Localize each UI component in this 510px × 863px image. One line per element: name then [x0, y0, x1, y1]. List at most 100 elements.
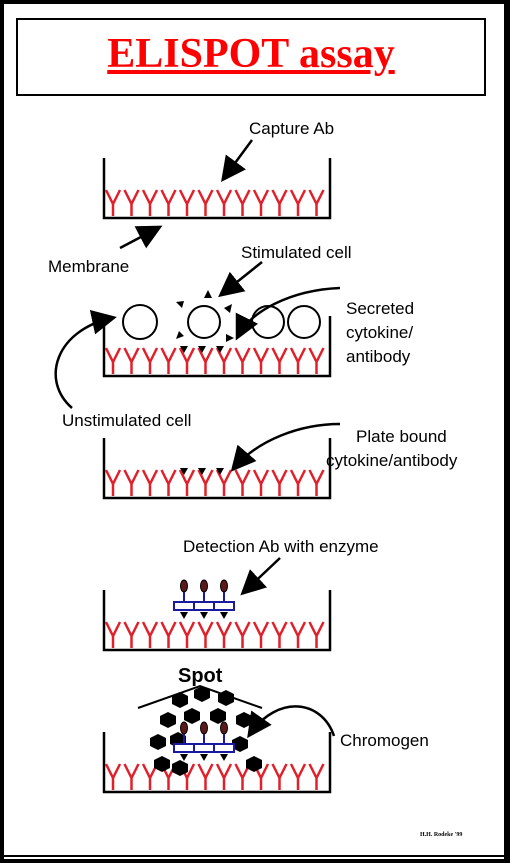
capture-antibody: [197, 763, 214, 790]
unstimulated-cells: [122, 304, 321, 340]
detection-antibody: [193, 743, 215, 753]
capture-antibody: [308, 469, 325, 496]
capture-antibody: [289, 763, 307, 790]
capture-antibody: [197, 469, 214, 496]
enzyme: [200, 579, 208, 593]
well-outline: [102, 158, 332, 220]
capture-antibody: [197, 189, 214, 216]
capture-antibody: [123, 189, 140, 216]
capture-antibody: [141, 621, 159, 648]
capture-antibody: [234, 469, 251, 496]
detection-antibody: [193, 601, 215, 611]
label-plate-bound-2: cytokine/antibody: [326, 451, 458, 470]
capture-antibody: [141, 469, 159, 496]
capture-antibody: [252, 621, 270, 648]
cytokine: [200, 754, 208, 761]
label-spot: Spot: [178, 665, 223, 687]
capture-antibody: [252, 189, 270, 216]
capture-antibody: [160, 347, 177, 374]
cytokine: [200, 612, 208, 619]
capture-antibody: [289, 621, 307, 648]
capture-antibody: [141, 347, 159, 374]
capture-antibody: [215, 469, 233, 496]
capture-antibody: [234, 189, 251, 216]
capture-antibody: [104, 347, 122, 374]
label-secreted-1: Secreted: [346, 299, 414, 318]
enzyme: [220, 721, 228, 735]
enzyme: [200, 721, 208, 735]
spot-bracket: [137, 684, 263, 709]
capture-antibody: [123, 347, 140, 374]
capture-antibody: [197, 621, 214, 648]
footer-divider: [0, 855, 510, 857]
detection-antibodies: [173, 579, 235, 619]
capture-antibody: [123, 763, 140, 790]
capture-antibody: [178, 621, 196, 648]
capture-antibody: [215, 763, 233, 790]
capture-antibody: [178, 347, 196, 374]
capture-antibody: [271, 621, 288, 648]
well-4: [102, 590, 332, 652]
capture-antibody: [160, 469, 177, 496]
capture-antibody: [141, 189, 159, 216]
capture-antibody: [308, 189, 325, 216]
label-unstimulated-cell: Unstimulated cell: [62, 411, 191, 430]
title-box: ELISPOT assay: [16, 18, 486, 96]
capture-antibody: [289, 347, 307, 374]
capture-antibody: [215, 347, 233, 374]
chromogen-spots: [150, 686, 262, 776]
capture-antibody: [160, 621, 177, 648]
capture-antibody: [123, 621, 140, 648]
well-outline: [102, 590, 332, 652]
label-secreted-3: antibody: [346, 347, 411, 366]
well-2: [102, 316, 332, 378]
author-credit: H.H. Rodeke '99: [420, 832, 462, 838]
detection-antibodies-stage5: [173, 721, 235, 761]
capture-antibody: [160, 189, 177, 216]
well-outline: [102, 732, 332, 794]
enzyme: [220, 579, 228, 593]
enzyme: [180, 721, 188, 735]
capture-antibody: [289, 469, 307, 496]
well-5: [102, 732, 332, 794]
label-detection-ab: Detection Ab with enzyme: [183, 537, 379, 556]
capture-antibody: [308, 621, 325, 648]
capture-antibody: [104, 621, 122, 648]
capture-antibody: [123, 469, 140, 496]
capture-antibody: [215, 621, 233, 648]
capture-antibody: [289, 189, 307, 216]
capture-antibody: [104, 763, 122, 790]
cytokine-spots-stage3: [180, 468, 224, 475]
capture-antibody: [197, 347, 214, 374]
label-capture-ab: Capture Ab: [249, 119, 334, 138]
capture-antibody: [234, 621, 251, 648]
label-plate-bound-1: Plate bound: [356, 427, 447, 446]
cytokine: [220, 754, 228, 761]
cytokine: [180, 612, 188, 619]
capture-antibody: [308, 347, 325, 374]
well-outline: [102, 438, 332, 500]
well-outline: [102, 316, 332, 378]
capture-antibody: [215, 189, 233, 216]
well-3: [102, 438, 332, 500]
capture-antibody: [252, 469, 270, 496]
capture-antibody: [252, 347, 270, 374]
detection-antibody: [213, 743, 235, 753]
enzyme: [180, 579, 188, 593]
detection-antibody: [173, 743, 195, 753]
arrows: [54, 139, 341, 739]
capture-antibody: [234, 347, 251, 374]
stimulated-cell: [176, 290, 234, 342]
capture-antibody: [271, 763, 288, 790]
label-membrane: Membrane: [48, 257, 129, 276]
detection-antibody: [173, 601, 195, 611]
capture-antibody: [271, 347, 288, 374]
capture-antibody: [178, 469, 196, 496]
capture-antibody: [104, 189, 122, 216]
cytokine-spots-stage2: [180, 346, 224, 353]
page-title: ELISPOT assay: [107, 31, 395, 77]
detection-antibody: [213, 601, 235, 611]
capture-antibody: [271, 469, 288, 496]
